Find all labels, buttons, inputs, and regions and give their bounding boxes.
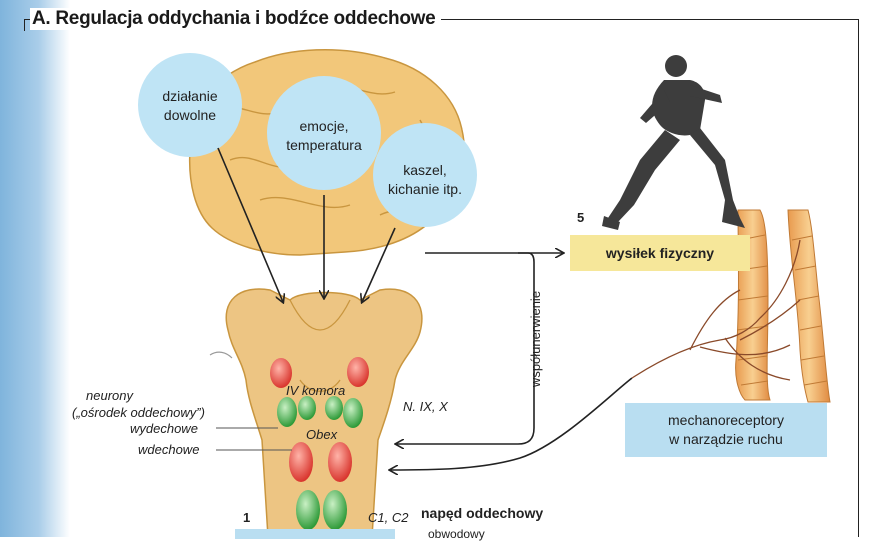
label-cough-line2: kichanie itp. <box>388 181 462 197</box>
left-blue-band <box>0 0 70 537</box>
label-obex: Obex <box>306 427 338 442</box>
figure-title: A. Regulacja oddychania i bodźce oddecho… <box>30 8 442 30</box>
label-emotions: emocje, temperatura <box>269 117 379 155</box>
label-voluntary-line2: dowolne <box>163 107 217 123</box>
runner-silhouette <box>602 55 745 230</box>
label-emotions-line2: temperatura <box>286 137 362 153</box>
label-number-5: 5 <box>577 210 585 225</box>
label-number-1: 1 <box>243 510 251 525</box>
mechanoreceptors-line1: mechanoreceptory <box>668 412 784 428</box>
mechanoreceptors-box: mechanoreceptory w narządzie ruchu <box>625 403 827 457</box>
circle-emotions <box>267 76 381 190</box>
label-cough-line1: kaszel, <box>403 162 447 178</box>
brainstem-shape <box>225 288 423 537</box>
mechanoreceptors-line2: w narządzie ruchu <box>669 431 783 447</box>
label-c1c2: C1, C2 <box>368 510 409 525</box>
label-cranial-nerves: N. IX, X <box>403 399 448 414</box>
label-peripheral: obwodowy <box>428 527 485 541</box>
label-neurons: neurony <box>86 388 133 403</box>
circle-voluntary <box>138 53 242 157</box>
frame-right-line <box>858 19 859 537</box>
muscle-2 <box>787 209 831 403</box>
label-respiratory-drive: napęd oddechowy <box>421 505 544 521</box>
circle-cough <box>373 123 477 227</box>
exercise-box: wysiłek fizyczny <box>570 235 750 271</box>
label-inspiratory: wdechowe <box>138 442 200 457</box>
label-cough: kaszel, kichanie itp. <box>370 161 480 199</box>
label-coinnervation: współunerwienie <box>528 290 543 388</box>
label-emotions-line1: emocje, <box>299 118 349 134</box>
bottom-blue-box <box>235 529 395 539</box>
label-expiratory: wydechowe <box>130 421 198 436</box>
label-fourth-ventricle: IV komora <box>286 383 346 398</box>
label-voluntary-line1: działanie <box>162 88 218 104</box>
label-respiratory-center: („ośrodek oddechowy”) <box>72 405 205 420</box>
frame-left-tick <box>24 19 25 31</box>
label-voluntary: działanie dowolne <box>150 87 230 125</box>
frame-top-line <box>24 19 859 20</box>
